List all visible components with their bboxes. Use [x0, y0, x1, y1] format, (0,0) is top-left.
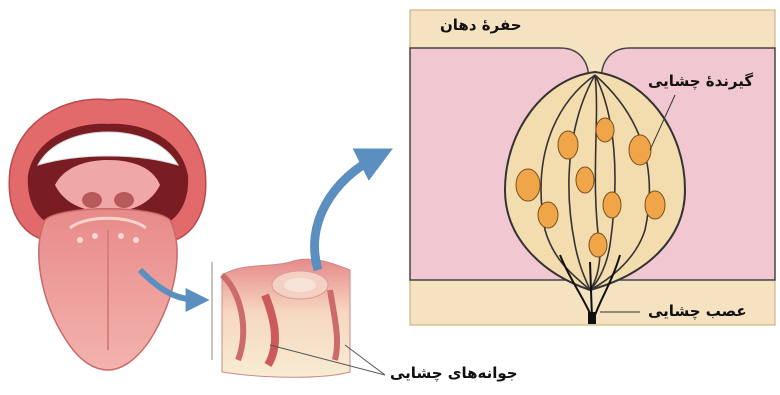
taste-bud-diagram	[410, 10, 775, 325]
label-taste-receptor: گیرندهٔ چشایی	[648, 72, 753, 90]
label-taste-nerve: عصب چشایی	[648, 302, 747, 320]
tissue-block-illustration	[222, 259, 350, 377]
label-oral-cavity: حفرهٔ دهان	[440, 16, 522, 34]
pointer-line	[345, 345, 385, 375]
arrow-icon-large	[315, 155, 380, 270]
label-taste-buds: جوانه‌های چشایی	[390, 364, 518, 382]
tongue-illustration	[9, 99, 206, 370]
